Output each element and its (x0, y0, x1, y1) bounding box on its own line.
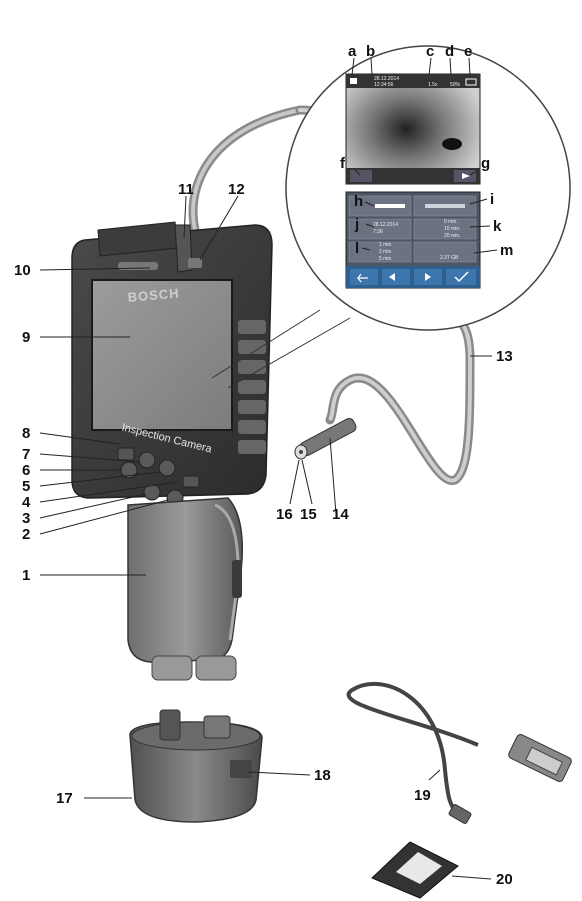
label-m: m (500, 242, 513, 259)
screen-date: 28.12.2014 (374, 76, 399, 82)
label-6: 6 (22, 462, 30, 479)
camera-head (294, 417, 357, 460)
menu-recording[interactable] (348, 241, 412, 263)
menu-time-value: 7:36 (373, 229, 383, 235)
screen-time: 12:34:56 (374, 82, 394, 88)
label-i: i (490, 191, 494, 208)
label-4: 4 (22, 494, 31, 511)
battery-release[interactable] (232, 560, 242, 598)
label-13: 13 (496, 348, 513, 365)
settings-button[interactable] (138, 451, 156, 469)
label-20: 20 (496, 871, 513, 888)
label-18: 18 (314, 767, 331, 784)
handle-grip (127, 497, 244, 663)
label-19: 19 (414, 787, 431, 804)
side-ribs (238, 320, 266, 454)
label-j: j (354, 216, 359, 233)
menu-timer[interactable] (413, 218, 477, 240)
label-3: 3 (22, 510, 30, 527)
rec-option: 1 min. (379, 242, 393, 248)
label-f: f (340, 155, 346, 172)
led-readout: 50% (450, 82, 461, 88)
label-k: k (493, 218, 502, 235)
battery-pack (129, 709, 263, 823)
label-11: 11 (178, 181, 194, 198)
back-button[interactable] (350, 269, 378, 285)
left-arrow-button[interactable] (143, 483, 161, 501)
timer-option: 10 min. (444, 226, 460, 232)
label-7: 7 (22, 446, 30, 463)
label-5: 5 (22, 478, 30, 495)
main-display (91, 279, 233, 431)
label-b: b (366, 43, 375, 60)
sd-card (371, 841, 459, 899)
rotate-button[interactable] (182, 475, 200, 488)
menu-storage[interactable] (413, 241, 477, 263)
prev-button[interactable] (382, 269, 410, 285)
rec-option: 5 min. (379, 256, 393, 262)
brand-text: BOSCH (127, 285, 180, 304)
camera-mode-icon (350, 78, 357, 84)
menu-date[interactable] (348, 218, 412, 240)
timer-option: 20 min. (444, 233, 460, 239)
inspection-camera-device: BOSCH Inspection Camera (71, 221, 273, 681)
label-h: h (354, 193, 363, 210)
label-e: e (464, 43, 472, 60)
label-14: 14 (332, 506, 349, 523)
timer-option: 0 min. (444, 219, 458, 225)
usb-cable (346, 681, 572, 824)
label-l: l (355, 240, 359, 257)
usb-port (188, 258, 202, 268)
label-17: 17 (56, 790, 73, 807)
photo-button[interactable] (117, 447, 135, 461)
screen-settings-menu: 28.12.2014 7:36 0 min. 10 min. 20 min. 1… (345, 191, 481, 289)
screen-live-view: 28.12.2014 12:34:56 1.5x 50% (345, 73, 481, 185)
label-a: a (348, 43, 357, 60)
label-1: 1 (22, 567, 30, 584)
label-15: 15 (300, 506, 317, 523)
led-button[interactable] (158, 459, 176, 477)
menu-date-value: 28.12.2014 (373, 222, 398, 228)
rec-option: 2 min. (379, 249, 393, 255)
label-9: 9 (22, 329, 30, 346)
label-g: g (481, 155, 490, 172)
label-12: 12 (228, 181, 245, 198)
label-10: 10 (14, 262, 31, 279)
battery-icon (465, 78, 477, 86)
label-d: d (445, 43, 454, 60)
label-c: c (426, 43, 434, 60)
label-16: 16 (276, 506, 293, 523)
confirm-button[interactable] (446, 269, 476, 285)
mode-switch-icon[interactable] (350, 170, 372, 182)
label-2: 2 (22, 526, 30, 543)
storage-value: 2.37 GB (440, 255, 459, 261)
zoom-readout: 1.5x (428, 82, 438, 88)
label-8: 8 (22, 425, 30, 442)
leader-lines (39, 57, 498, 880)
callout-labels: a b c d e f g h i j k l m 11 12 10 9 13 … (14, 43, 513, 888)
